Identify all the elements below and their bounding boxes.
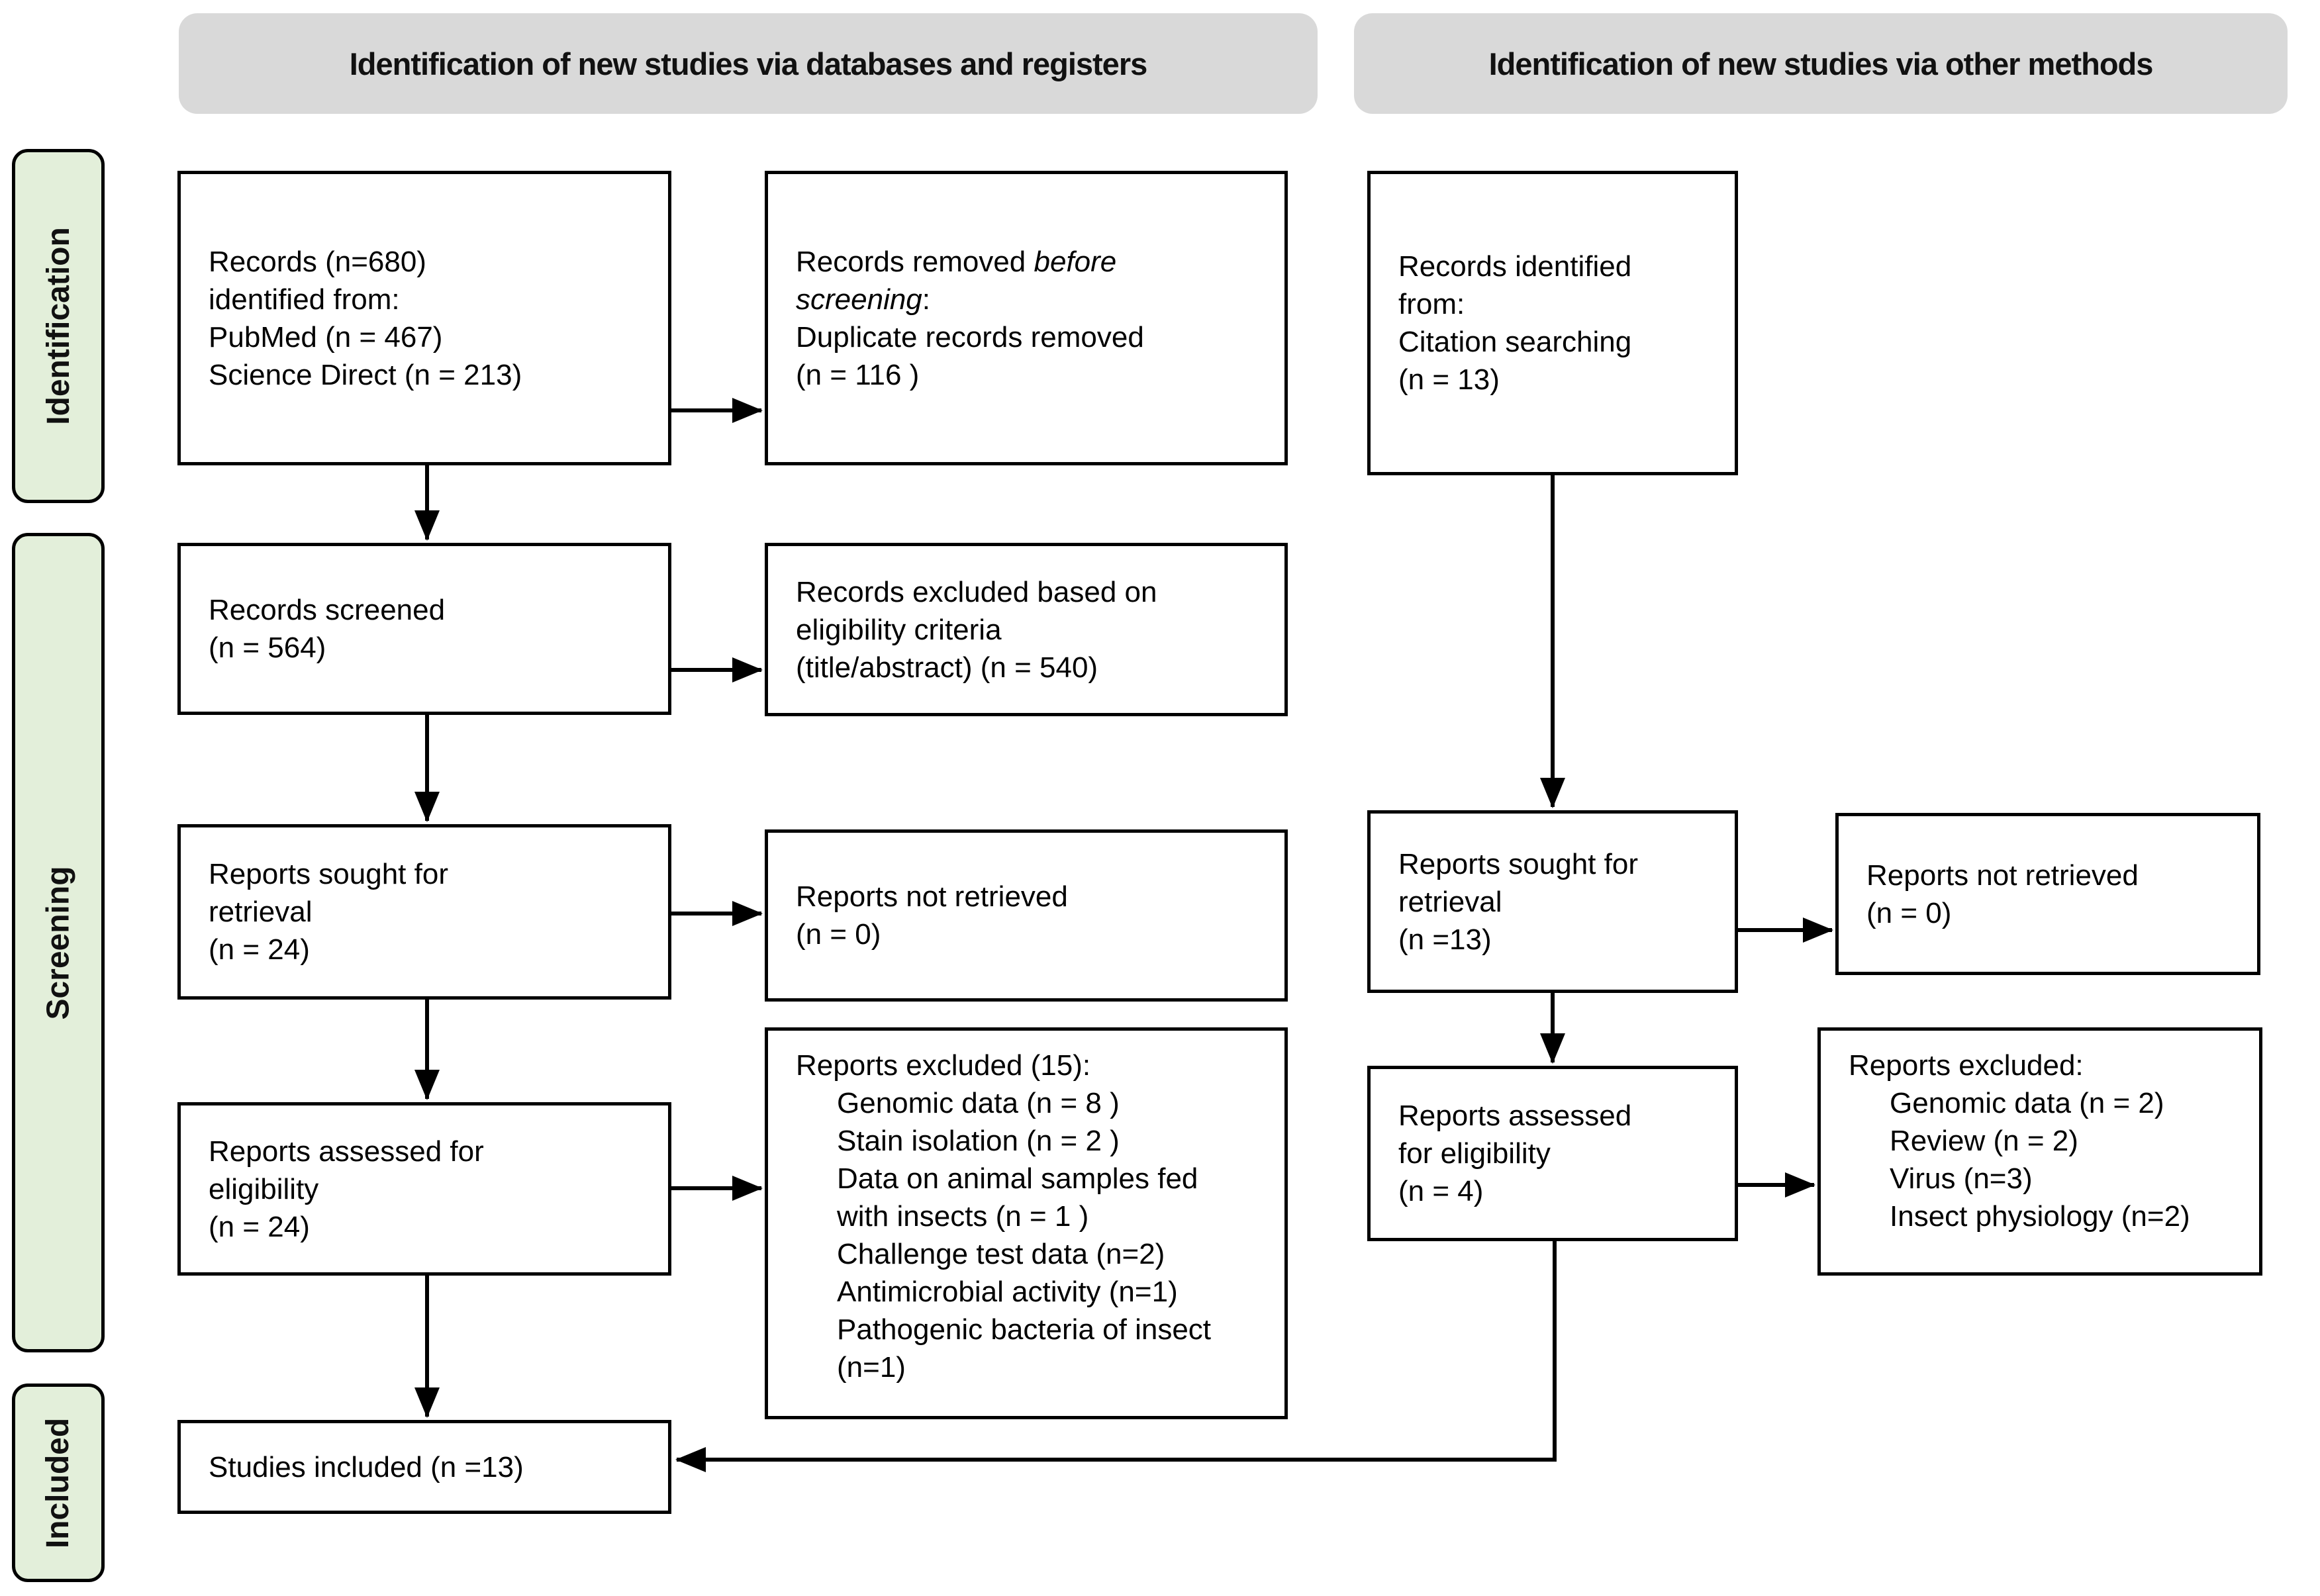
sidebar-screening: Screening — [12, 533, 105, 1352]
box-reports-excluded-databases: Reports excluded (15): Genomic data (n =… — [765, 1027, 1288, 1419]
italic-before: before — [1034, 245, 1117, 278]
arrow-other-assessed-to-included — [675, 1241, 1557, 1472]
box-text-line: Reports sought for — [209, 858, 448, 890]
box-reports-assessed-databases: Reports assessed for eligibility (n = 24… — [177, 1102, 671, 1276]
box-text-line: PubMed (n = 467) — [209, 320, 443, 353]
box-records-identified-databases: Records (n=680) identified from: PubMed … — [177, 171, 671, 465]
box-text-line: eligibility criteria — [796, 613, 1002, 646]
box-text-line: (n = 24) — [209, 933, 310, 966]
box-text-line: Studies included (n =13) — [209, 1450, 524, 1483]
italic-screening: screening — [796, 283, 922, 316]
box-text-line: screening: — [796, 283, 931, 316]
box-text-line: Reports assessed — [1398, 1100, 1632, 1132]
box-text-line: Duplicate records removed — [796, 320, 1144, 353]
box-text-line: Reports sought for — [1398, 847, 1638, 880]
box-text-line: (n = 4) — [1398, 1175, 1484, 1207]
excluded-item: Insect physiology (n=2) — [1890, 1200, 2190, 1233]
box-text-line: eligibility — [209, 1172, 319, 1205]
box-text-line: (n = 0) — [1866, 896, 1952, 929]
excluded-item: Antimicrobial activity (n=1) — [837, 1276, 1178, 1308]
excluded-item-continuation: (n=1) — [837, 1351, 906, 1384]
box-text-line: Reports not retrieved — [1866, 859, 2139, 892]
excluded-item: Genomic data (n = 2) — [1890, 1087, 2164, 1119]
box-text-line: Science Direct (n = 213) — [209, 358, 522, 391]
box-reports-not-retrieved-databases: Reports not retrieved (n = 0) — [765, 829, 1288, 1002]
box-reports-sought-databases: Reports sought for retrieval (n = 24) — [177, 824, 671, 1000]
box-text-line: retrieval — [1398, 885, 1502, 918]
box-reports-sought-other: Reports sought for retrieval (n =13) — [1367, 810, 1738, 993]
box-records-removed-before-screening: Records removed before screening: Duplic… — [765, 171, 1288, 465]
box-records-identified-other: Records identified from: Citation search… — [1367, 171, 1738, 475]
box-reports-excluded-other: Reports excluded: Genomic data (n = 2) R… — [1817, 1027, 2262, 1276]
header-other-methods: Identification of new studies via other … — [1354, 13, 2288, 114]
box-text-line: (n = 564) — [209, 632, 326, 664]
box-text-line: from: — [1398, 288, 1465, 320]
excluded-item: Data on animal samples fed — [837, 1162, 1198, 1195]
sidebar-included: Included — [12, 1384, 105, 1582]
box-text-line: (title/abstract) (n = 540) — [796, 651, 1098, 684]
box-studies-included: Studies included (n =13) — [177, 1420, 671, 1514]
box-text-line: retrieval — [209, 896, 313, 928]
box-text-line: Records identified — [1398, 250, 1632, 283]
box-reports-assessed-other: Reports assessed for eligibility (n = 4) — [1367, 1066, 1738, 1241]
box-title-line: Reports excluded (15): — [796, 1049, 1091, 1082]
box-text-line: Records (n=680) — [209, 245, 426, 278]
box-text-line: (n =13) — [1398, 923, 1492, 956]
excluded-item: Challenge test data (n=2) — [837, 1238, 1165, 1270]
excluded-item: Genomic data (n = 8 ) — [837, 1087, 1120, 1119]
box-title-line: Reports excluded: — [1849, 1049, 2084, 1082]
box-text-line: (n = 13) — [1398, 363, 1500, 396]
excluded-item: Stain isolation (n = 2 ) — [837, 1125, 1120, 1157]
box-text-line: (n = 24) — [209, 1210, 310, 1243]
box-text-line: (n = 116 ) — [796, 358, 920, 391]
box-text-line: Reports not retrieved — [796, 880, 1068, 913]
box-reports-not-retrieved-other: Reports not retrieved (n = 0) — [1835, 813, 2260, 975]
box-text-line: identified from: — [209, 283, 400, 316]
excluded-item: Virus (n=3) — [1890, 1162, 2033, 1195]
box-text-line: (n = 0) — [796, 918, 881, 951]
box-text-line: Reports assessed for — [209, 1135, 484, 1168]
box-records-screened: Records screened (n = 564) — [177, 543, 671, 715]
header-databases-registers: Identification of new studies via databa… — [179, 13, 1318, 114]
box-text-line: for eligibility — [1398, 1137, 1551, 1170]
box-text-line: Citation searching — [1398, 326, 1632, 358]
excluded-item: Pathogenic bacteria of insect — [837, 1313, 1212, 1346]
excluded-item-continuation: with insects (n = 1 ) — [837, 1200, 1089, 1233]
box-records-excluded-eligibility: Records excluded based on eligibility cr… — [765, 543, 1288, 716]
box-text-line: Records excluded based on — [796, 575, 1157, 608]
box-text-line: Records screened — [209, 594, 446, 626]
sidebar-identification: Identification — [12, 149, 105, 503]
box-text-line: Records removed before — [796, 245, 1117, 278]
excluded-item: Review (n = 2) — [1890, 1125, 2078, 1157]
